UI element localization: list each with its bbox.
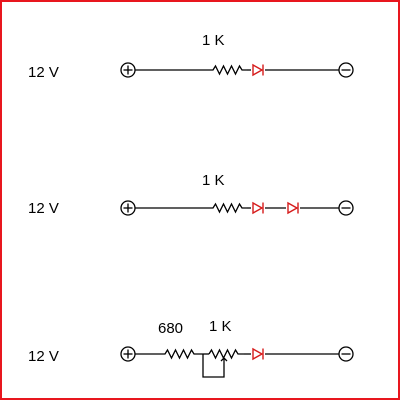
circuit-3 bbox=[120, 346, 354, 378]
resistor-value-label: 1 K bbox=[202, 172, 225, 189]
resistor-icon bbox=[210, 202, 247, 214]
led-icon bbox=[252, 347, 264, 361]
positive-terminal-icon bbox=[120, 200, 136, 216]
voltage-label: 12 V bbox=[28, 64, 59, 81]
negative-terminal-icon bbox=[338, 346, 354, 362]
led-icon bbox=[252, 201, 264, 215]
circuit-2 bbox=[120, 200, 354, 216]
resistor-icon bbox=[162, 348, 203, 360]
voltage-label: 12 V bbox=[28, 348, 59, 365]
resistor-icon bbox=[210, 64, 247, 76]
resistor-value-label: 1 K bbox=[202, 32, 225, 49]
negative-terminal-icon bbox=[338, 62, 354, 78]
circuit-1 bbox=[120, 62, 354, 78]
resistor-value-label: 680 bbox=[158, 320, 184, 337]
led-icon bbox=[287, 201, 299, 215]
positive-terminal-icon bbox=[120, 62, 136, 78]
led-icon bbox=[252, 63, 264, 77]
resistor-value-label: 1 K bbox=[209, 318, 232, 335]
voltage-label: 12 V bbox=[28, 200, 59, 217]
negative-terminal-icon bbox=[338, 200, 354, 216]
potentiometer-icon bbox=[202, 348, 244, 378]
positive-terminal-icon bbox=[120, 346, 136, 362]
